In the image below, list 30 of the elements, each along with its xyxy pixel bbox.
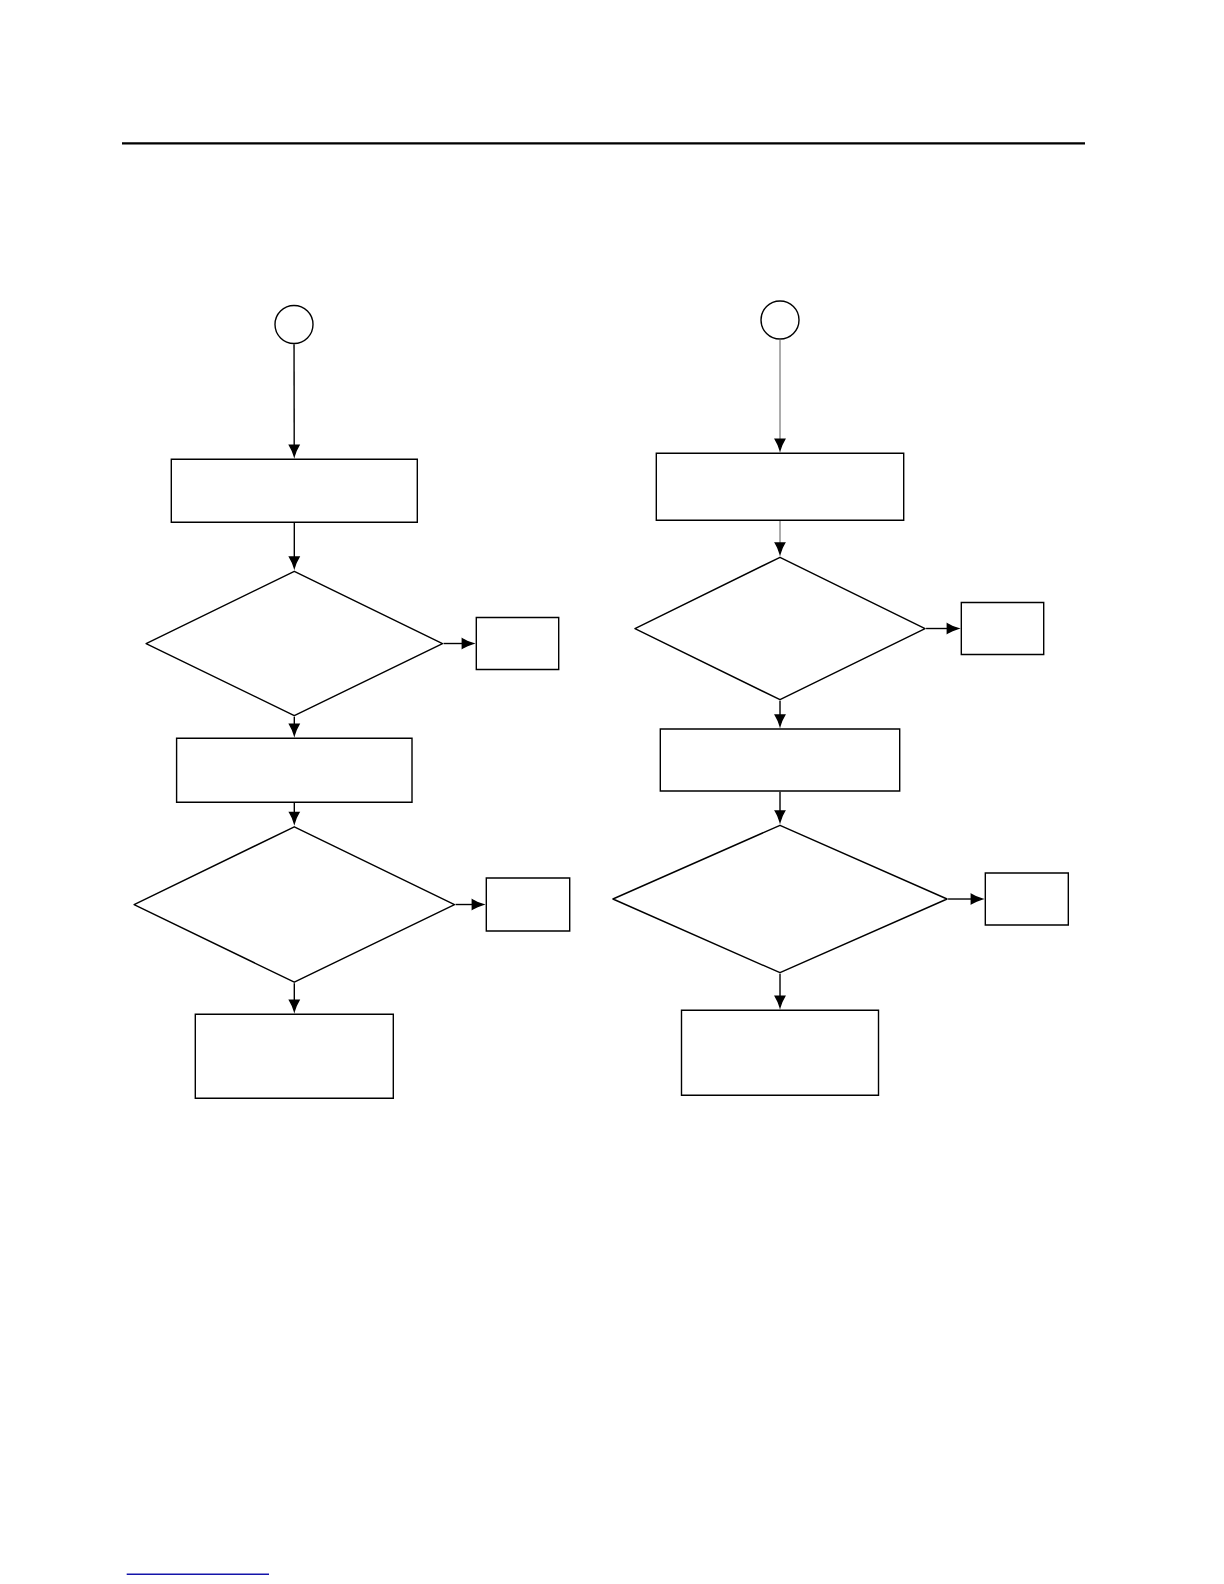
decision-diamond — [133, 826, 456, 983]
process-box — [655, 452, 905, 521]
decision-diamond — [612, 824, 948, 974]
decision-diamond — [634, 556, 926, 701]
arrow — [774, 973, 786, 1008]
connector-circle — [274, 304, 314, 345]
arrow — [774, 339, 786, 451]
connector-circle — [760, 300, 800, 340]
process-box — [659, 728, 901, 792]
arrow — [288, 343, 300, 457]
process-box — [960, 601, 1045, 656]
arrow — [288, 716, 300, 736]
process-box — [170, 458, 418, 523]
arrow — [442, 638, 474, 649]
arrow — [454, 899, 484, 910]
arrow — [288, 802, 300, 824]
arrow — [774, 791, 786, 823]
arrow — [947, 893, 983, 905]
arrow — [774, 700, 786, 727]
arrow — [288, 982, 300, 1012]
process-box — [680, 1009, 880, 1096]
process-box — [475, 616, 560, 671]
arrow — [774, 520, 786, 555]
process-box — [984, 872, 1069, 926]
arrow — [288, 522, 300, 569]
arrow — [925, 623, 959, 634]
process-box — [194, 1013, 394, 1099]
process-box — [485, 877, 571, 932]
process-box — [175, 737, 413, 803]
decision-diamond — [145, 570, 444, 717]
